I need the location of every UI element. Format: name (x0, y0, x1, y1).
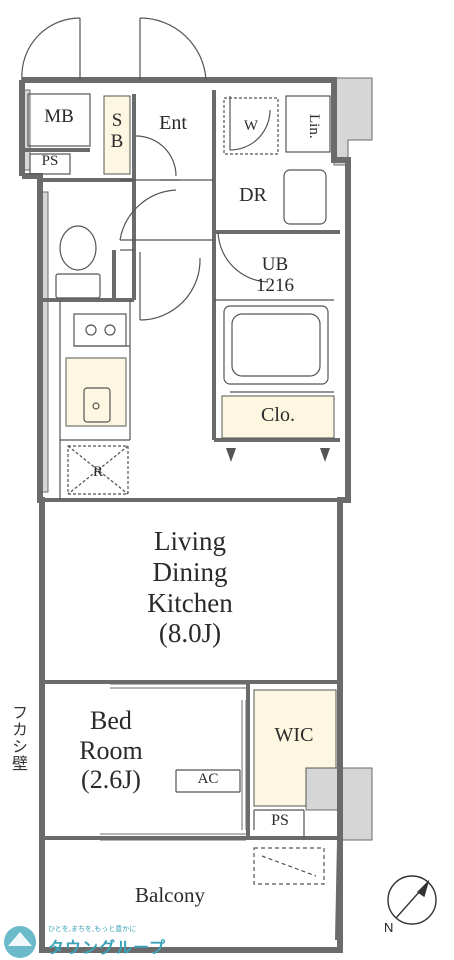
storage-fills (65, 95, 337, 807)
watermark-brand: タウングループ (48, 938, 167, 957)
room-label-bed-1: Bed (90, 706, 132, 735)
north-arrow-icon (387, 875, 437, 925)
room-label-bed-2: Room (79, 735, 143, 765)
room-label-ldk-4: (8.0J) (158, 618, 222, 649)
watermark: ひとを,まちを,もっと豊かに タウングループ (4, 922, 204, 957)
room-label-balcony: Balcony (135, 883, 205, 907)
room-label-sb: S B (104, 110, 130, 153)
room-label-ub-1: UB (261, 254, 289, 275)
room-label-dr: DR (239, 184, 267, 206)
room-label-sb-2: B (110, 131, 124, 153)
room-label-ps-top: PS (41, 153, 59, 169)
fixtures (27, 93, 331, 885)
closet-markers (226, 448, 330, 462)
watermark-tagline: ひとを,まちを,もっと豊かに (48, 925, 137, 933)
room-label-bed-3: (2.6J) (81, 765, 141, 795)
side-note-fukashi-wall: フカシ壁 (9, 704, 28, 772)
door-swings (21, 17, 271, 321)
room-label-ldk-2: Dining (152, 556, 228, 587)
room-label-ent: Ent (159, 112, 187, 134)
room-label-wic: WIC (274, 724, 314, 746)
room-label-ldk-3: Kitchen (147, 587, 233, 618)
north-label: N (384, 920, 394, 935)
room-label-ldk: Living Dining Kitchen (8.0J) (110, 526, 270, 649)
room-label-ub: UB 1216 (240, 254, 310, 297)
interior-walls (22, 90, 340, 840)
watermark-logo-icon (4, 926, 36, 958)
room-label-lin: Lin. (306, 113, 322, 139)
room-label-r: R (92, 464, 103, 480)
room-label-sb-1: S (111, 110, 123, 131)
room-label-ac: AC (197, 771, 219, 787)
window-marks (100, 683, 247, 841)
room-label-clo: Clo. (261, 404, 295, 426)
room-label-ub-2: 1216 (256, 275, 294, 297)
room-label-mb: MB (44, 106, 74, 127)
room-label-bed: Bed Room (2.6J) (56, 706, 166, 795)
room-label-ps-bottom: PS (271, 812, 289, 829)
room-label-ldk-1: Living (154, 526, 226, 556)
room-label-w: W (243, 118, 259, 134)
